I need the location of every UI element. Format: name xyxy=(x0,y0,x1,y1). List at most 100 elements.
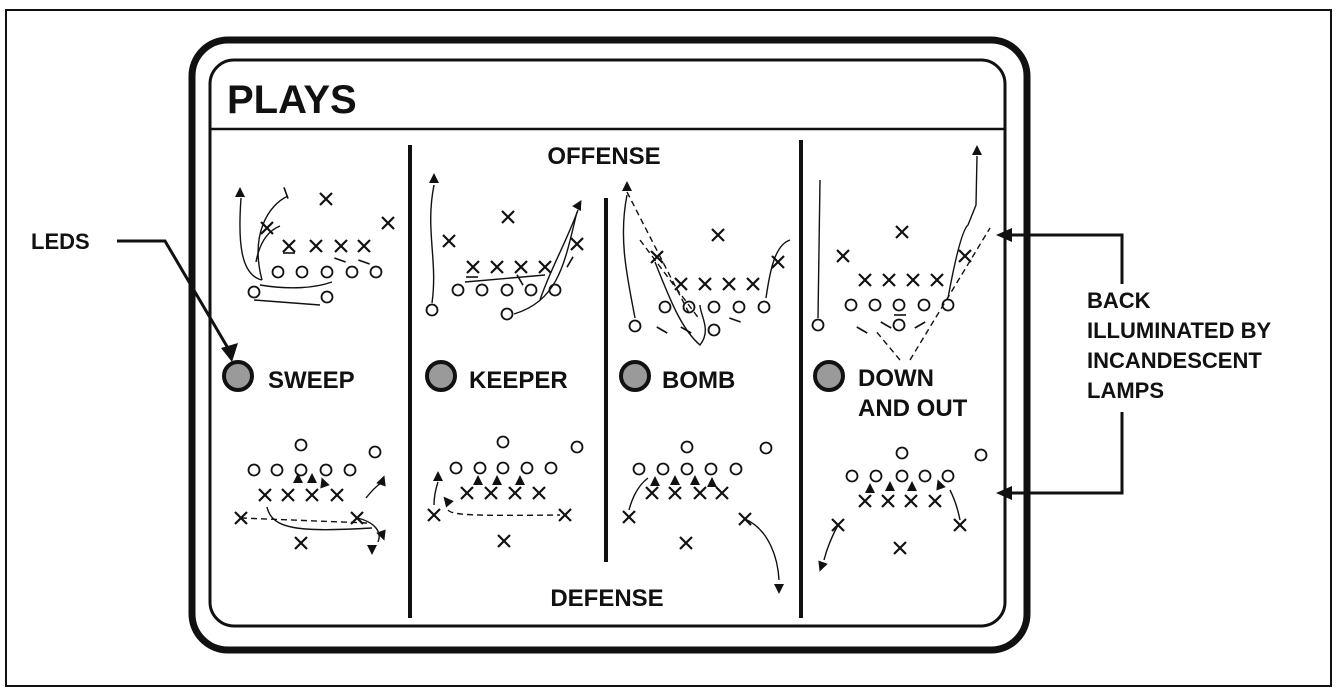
route-line xyxy=(434,482,438,505)
defender-mark xyxy=(491,261,503,273)
defender-mark xyxy=(669,487,681,499)
defender-mark xyxy=(358,240,370,252)
defender-mark xyxy=(882,495,894,507)
offense-player-mark xyxy=(920,471,931,482)
route-arrowhead xyxy=(650,476,660,486)
offense-player-mark xyxy=(296,440,307,451)
offense-player-mark xyxy=(477,285,488,296)
route-line xyxy=(766,240,790,298)
offense-player-mark xyxy=(502,309,513,320)
route-arrowhead xyxy=(367,545,377,555)
offense-player-mark xyxy=(321,465,332,476)
route-line xyxy=(465,275,545,282)
panel-title: PLAYS xyxy=(227,78,357,122)
offense-player-mark xyxy=(371,267,382,278)
route-line xyxy=(448,510,560,515)
offense-player-mark xyxy=(634,464,645,475)
defender-mark xyxy=(295,537,307,549)
defender-mark xyxy=(859,495,871,507)
keeper-defense-diagram xyxy=(428,437,583,548)
offense-player-mark xyxy=(761,443,772,454)
sweep-offense-diagram xyxy=(235,187,394,305)
defender-mark xyxy=(680,537,692,549)
play-name-keeper: KEEPER xyxy=(469,367,568,394)
offense-player-mark xyxy=(546,463,557,474)
defender-mark xyxy=(283,240,295,252)
defender-mark xyxy=(485,487,497,499)
offense-player-mark xyxy=(427,305,438,316)
defender-mark xyxy=(306,489,318,501)
play-name-down-and-out-line1: DOWN xyxy=(858,365,934,392)
offense-player-mark xyxy=(734,302,745,313)
defender-mark xyxy=(320,193,332,205)
offense-player-mark xyxy=(684,302,695,313)
defense-label: DEFENSE xyxy=(550,585,663,612)
defender-mark xyxy=(282,489,294,501)
block-mark xyxy=(567,257,573,267)
offense-player-mark xyxy=(550,285,561,296)
defender-mark xyxy=(929,495,941,507)
down-and-out-defense-diagram xyxy=(815,448,987,574)
defender-mark xyxy=(533,487,545,499)
block-mark xyxy=(358,260,369,264)
route-arrowhead xyxy=(774,584,784,594)
defender-mark xyxy=(859,274,871,286)
route-arrowhead xyxy=(690,475,700,485)
offense-player-mark xyxy=(682,442,693,453)
offense-player-mark xyxy=(870,300,881,311)
route-line xyxy=(824,525,838,560)
defender-mark xyxy=(461,487,473,499)
route-line xyxy=(629,478,648,510)
offense-player-mark xyxy=(846,300,857,311)
route-arrowhead xyxy=(235,187,245,197)
defender-mark xyxy=(467,261,479,273)
defender-mark xyxy=(894,542,906,554)
defender-mark xyxy=(907,274,919,286)
play-name-bomb: BOMB xyxy=(662,367,735,394)
defender-mark xyxy=(571,238,583,250)
offense-player-mark xyxy=(345,465,356,476)
route-arrowhead xyxy=(972,145,982,155)
route-arrowhead xyxy=(885,481,895,491)
defender-mark xyxy=(331,489,343,501)
offense-player-mark xyxy=(630,321,641,332)
route-arrowhead xyxy=(907,481,917,491)
route-arrowhead xyxy=(815,560,828,573)
leds-callout-label: LEDS xyxy=(31,229,90,254)
defender-mark xyxy=(699,278,711,290)
route-line xyxy=(745,519,779,580)
sweep-defense-diagram xyxy=(235,440,389,556)
offense-player-mark xyxy=(498,437,509,448)
offense-player-mark xyxy=(322,292,333,303)
route-arrowhead xyxy=(572,197,586,211)
offense-player-mark xyxy=(296,465,307,476)
route-arrowhead xyxy=(317,476,330,489)
route-arrowhead xyxy=(622,181,632,191)
offense-player-mark xyxy=(249,287,260,298)
defender-mark xyxy=(959,250,971,262)
route-line xyxy=(254,300,320,305)
block-mark xyxy=(334,258,345,262)
defender-mark xyxy=(259,489,271,501)
offense-player-mark xyxy=(322,267,333,278)
offense-player-mark xyxy=(709,325,720,336)
defender-mark xyxy=(905,495,917,507)
offense-player-mark xyxy=(370,447,381,458)
play-name-down-and-out-line2: AND OUT xyxy=(858,395,968,422)
route-arrowhead xyxy=(670,475,680,485)
offense-player-mark xyxy=(943,471,954,482)
route-arrowhead xyxy=(865,483,875,493)
defender-mark xyxy=(716,487,728,499)
route-arrowhead xyxy=(307,473,317,483)
route-line xyxy=(875,228,990,360)
bomb-defense-diagram xyxy=(623,442,784,595)
route-arrowhead xyxy=(492,475,502,485)
route-line xyxy=(431,185,434,303)
offense-player-mark xyxy=(660,302,671,313)
defender-mark xyxy=(335,240,347,252)
bomb-offense-diagram xyxy=(622,181,790,345)
back-callout-line1: BACK xyxy=(1087,288,1151,313)
defender-mark xyxy=(712,229,724,241)
route-arrowhead xyxy=(473,475,483,485)
defender-mark xyxy=(623,511,635,523)
